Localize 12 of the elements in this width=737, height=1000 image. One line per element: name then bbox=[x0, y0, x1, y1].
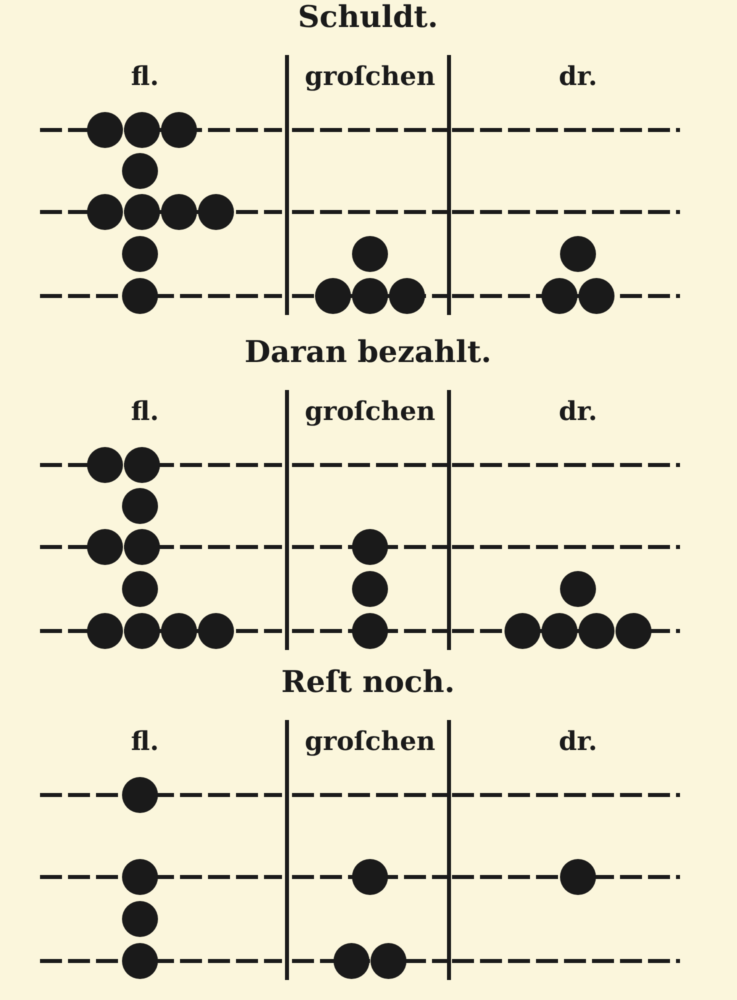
column-heading: dr. bbox=[558, 62, 598, 92]
column-heading: fl. bbox=[131, 727, 159, 757]
column-heading: groſchen bbox=[304, 397, 436, 427]
section-heading: Daran bezahlt. bbox=[244, 335, 492, 370]
column-heading: dr. bbox=[558, 727, 598, 757]
column-heading: groſchen bbox=[304, 62, 436, 92]
column-heading: fl. bbox=[131, 62, 159, 92]
section-heading: Schuldt. bbox=[298, 0, 438, 35]
section-heading: Reſt noch. bbox=[281, 665, 455, 700]
column-heading: dr. bbox=[558, 397, 598, 427]
column-heading: fl. bbox=[131, 397, 159, 427]
column-heading: groſchen bbox=[304, 727, 436, 757]
